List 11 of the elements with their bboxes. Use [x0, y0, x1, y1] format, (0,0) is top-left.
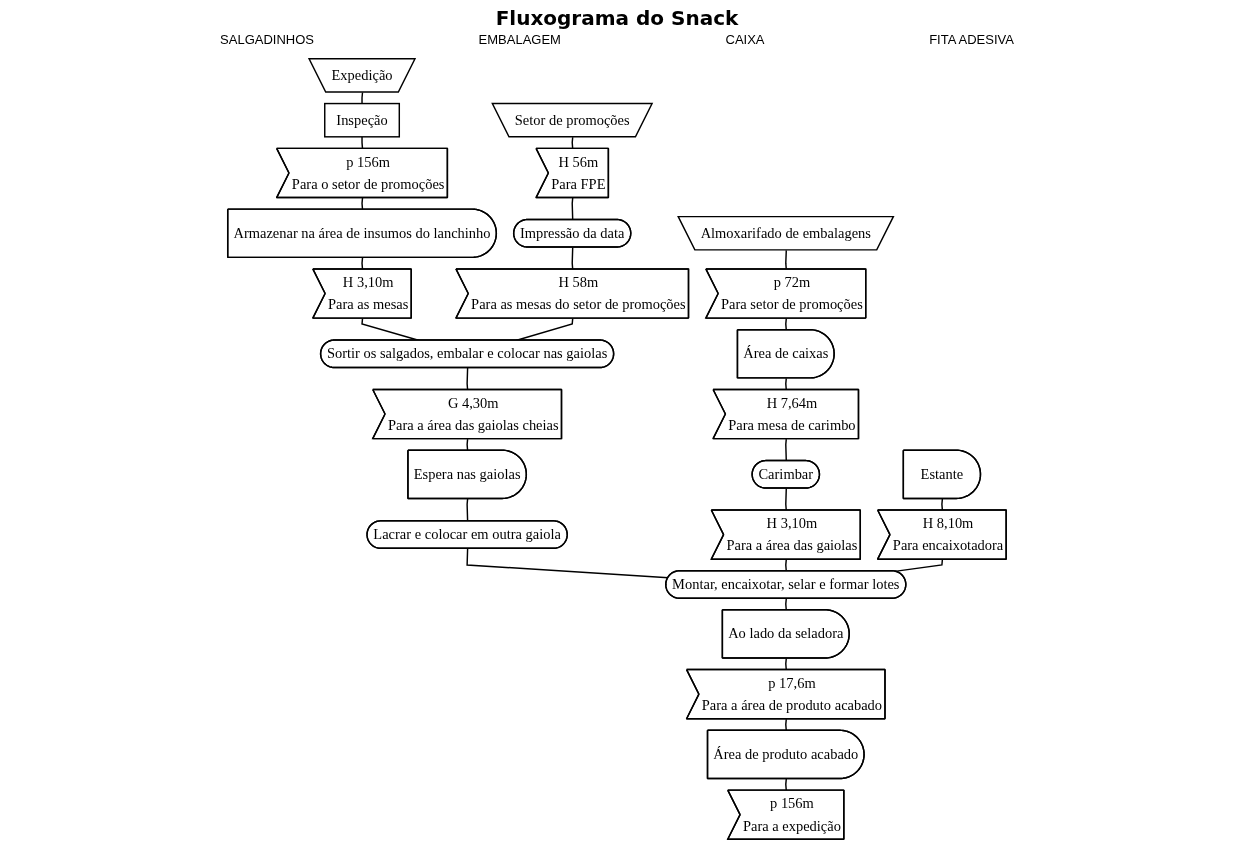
connector	[785, 597, 788, 611]
connector	[785, 718, 788, 732]
diagram-title: Fluxograma do Snack	[494, 6, 740, 30]
column-heading: FITA ADESIVA	[929, 32, 1014, 47]
connector	[361, 91, 364, 105]
connector	[571, 197, 574, 221]
column-heading: EMBALAGEM	[478, 32, 561, 47]
column-heading: SALGADINHOS	[220, 32, 314, 47]
column-heading: CAIXA	[725, 32, 765, 47]
node-box: Inspeção	[324, 102, 401, 138]
connector	[785, 438, 788, 462]
